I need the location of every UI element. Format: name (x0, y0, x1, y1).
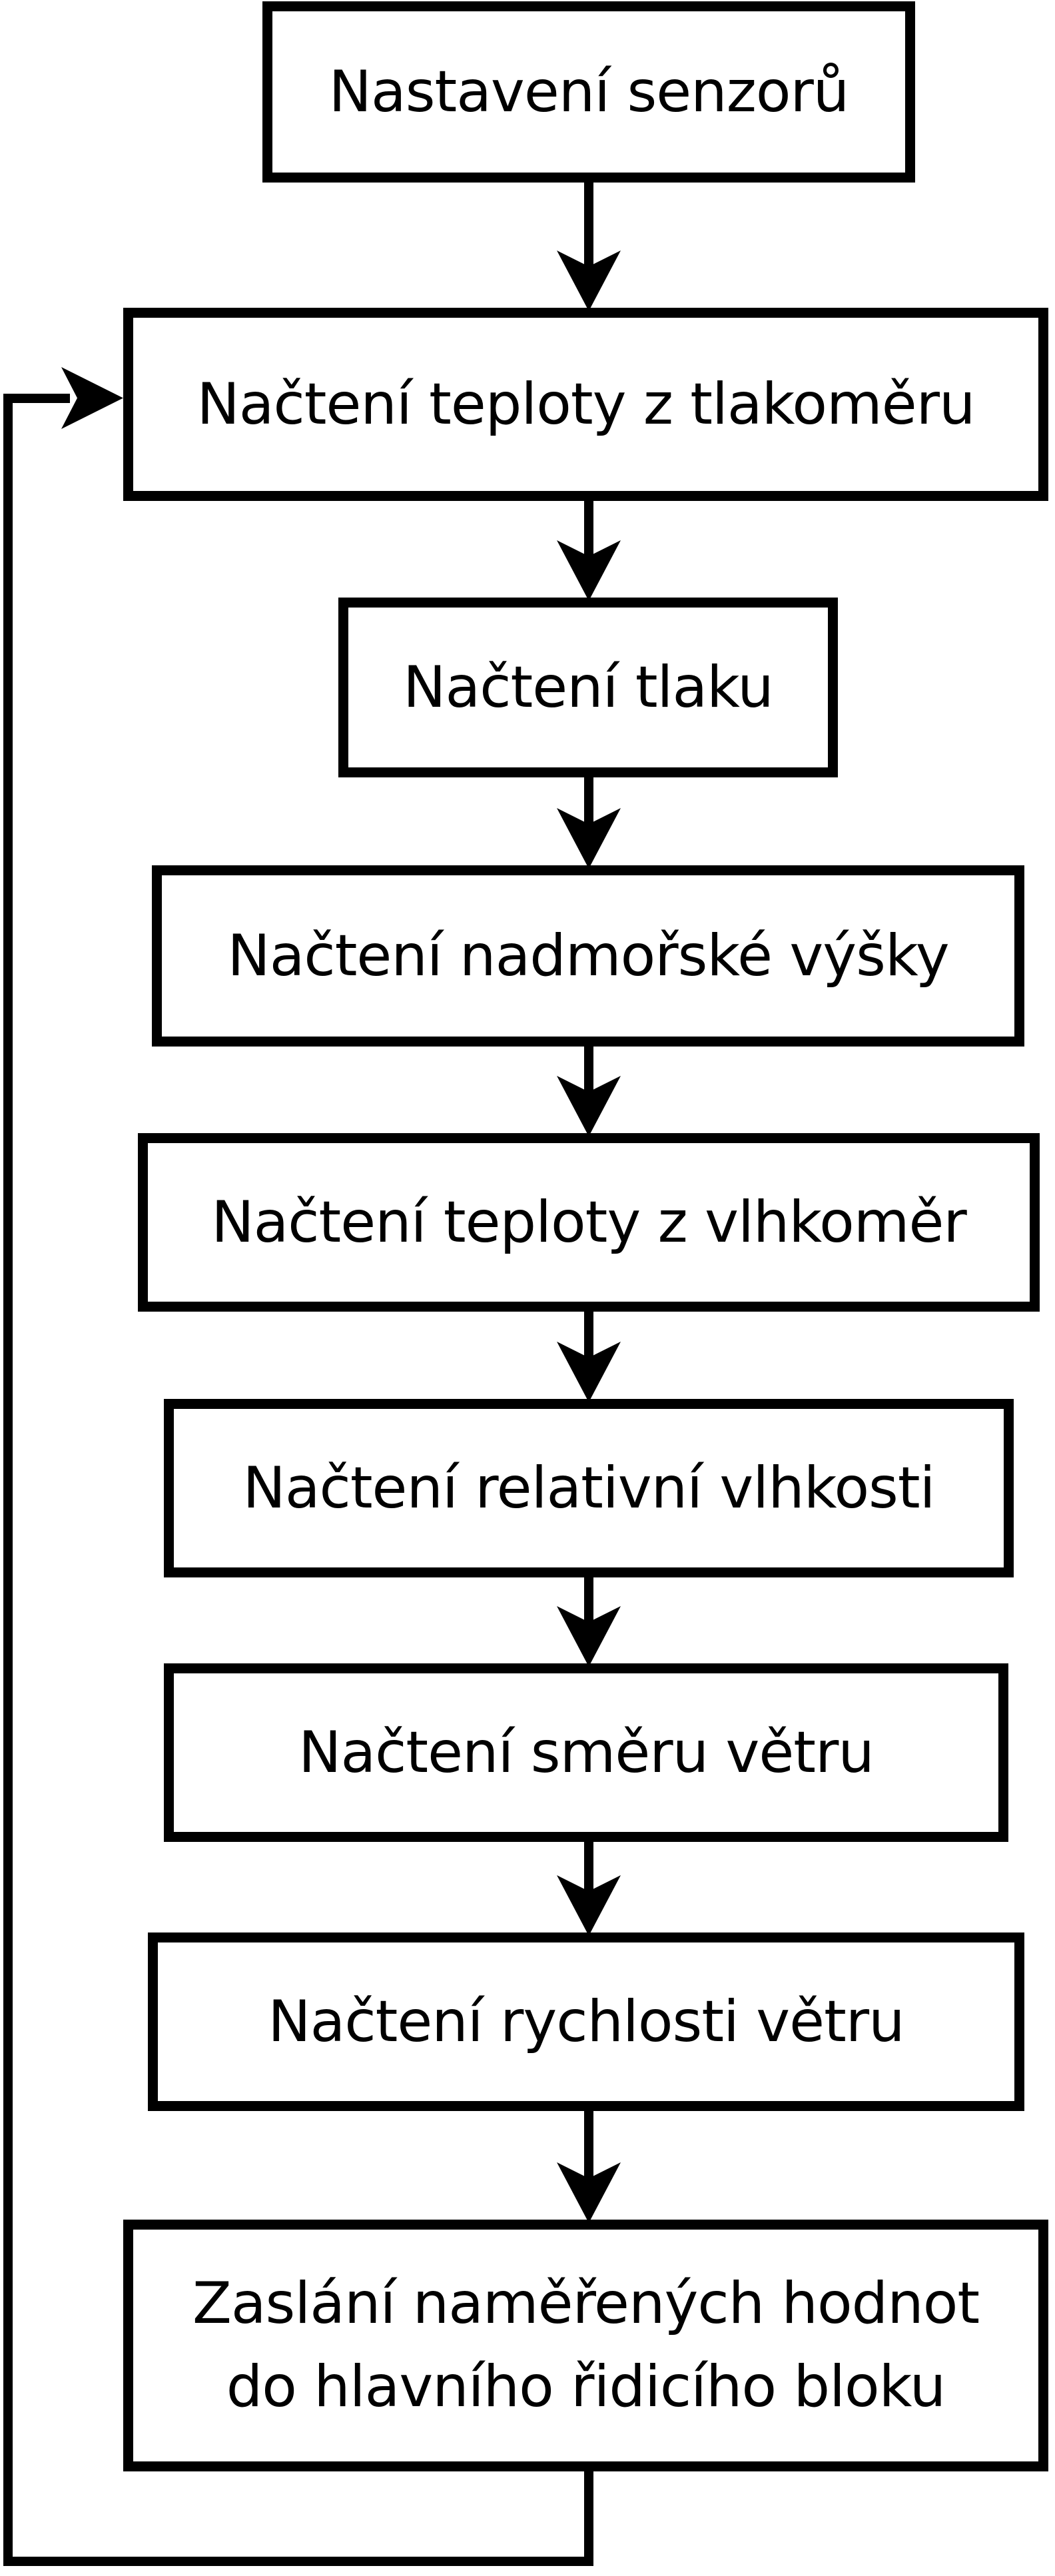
flowchart-box-nacteni-teploty-z-tlakomeru: Načtení teploty z tlakoměru (123, 308, 1048, 501)
flowchart-box-nastaveni-senzoru: Nastavení senzorů (262, 1, 915, 183)
loop-line-down-stub (584, 2468, 593, 2566)
box-label: Načtení tlaku (403, 653, 774, 721)
down-arrowhead-icon (557, 2162, 621, 2223)
connector-line (584, 498, 593, 558)
down-arrowhead-icon (557, 808, 621, 869)
box-label: Nastavení senzorů (328, 58, 850, 125)
connector-line (584, 1839, 593, 1893)
box-label: Zaslání naměřených hodnot do hlavního ři… (192, 2270, 980, 2420)
connector-line (584, 1308, 593, 1359)
connector-line (584, 2108, 593, 2180)
box-label: Načtení teploty z tlakoměru (196, 370, 975, 438)
flowchart-box-nacteni-relativni-vlhkosti: Načtení relativní vlhkosti (164, 1399, 1014, 1577)
connector-line (584, 1574, 593, 1623)
right-arrowhead-icon (61, 367, 123, 429)
loop-line-left (3, 394, 13, 2566)
box-label: Načtení teploty z vlhkoměr (211, 1188, 967, 1256)
down-arrowhead-icon (557, 540, 621, 601)
connector-line (584, 179, 593, 268)
flowchart-box-zaslani-namerenych-hodnot: Zaslání naměřených hodnot do hlavního ři… (123, 2220, 1048, 2471)
down-arrowhead-icon (557, 1076, 621, 1136)
box-label: Načtení směru větru (298, 1719, 875, 1786)
flowchart-box-nacteni-tlaku: Načtení tlaku (338, 598, 838, 777)
flowchart-box-nacteni-nadmorske-vysky: Načtení nadmořské výšky (152, 865, 1024, 1047)
connector-line (584, 774, 593, 825)
down-arrowhead-icon (557, 250, 621, 311)
box-label: Načtení relativní vlhkosti (242, 1454, 936, 1521)
down-arrowhead-icon (557, 1342, 621, 1402)
box-label: Načtení rychlosti větru (268, 1988, 904, 2055)
box-label: Načtení nadmořské výšky (227, 922, 949, 989)
flowchart-box-nacteni-teploty-z-vlhkomer: Načtení teploty z vlhkoměr (138, 1133, 1040, 1312)
loop-line-bottom (3, 2557, 593, 2566)
down-arrowhead-icon (557, 1606, 621, 1667)
loop-line-into-box2 (3, 394, 70, 403)
down-arrowhead-icon (557, 1875, 621, 1936)
connector-line (584, 1043, 593, 1093)
flowchart-box-nacteni-smeru-vetru: Načtení směru větru (164, 1663, 1008, 1842)
flowchart-box-nacteni-rychlosti-vetru: Načtení rychlosti větru (148, 1932, 1024, 2111)
